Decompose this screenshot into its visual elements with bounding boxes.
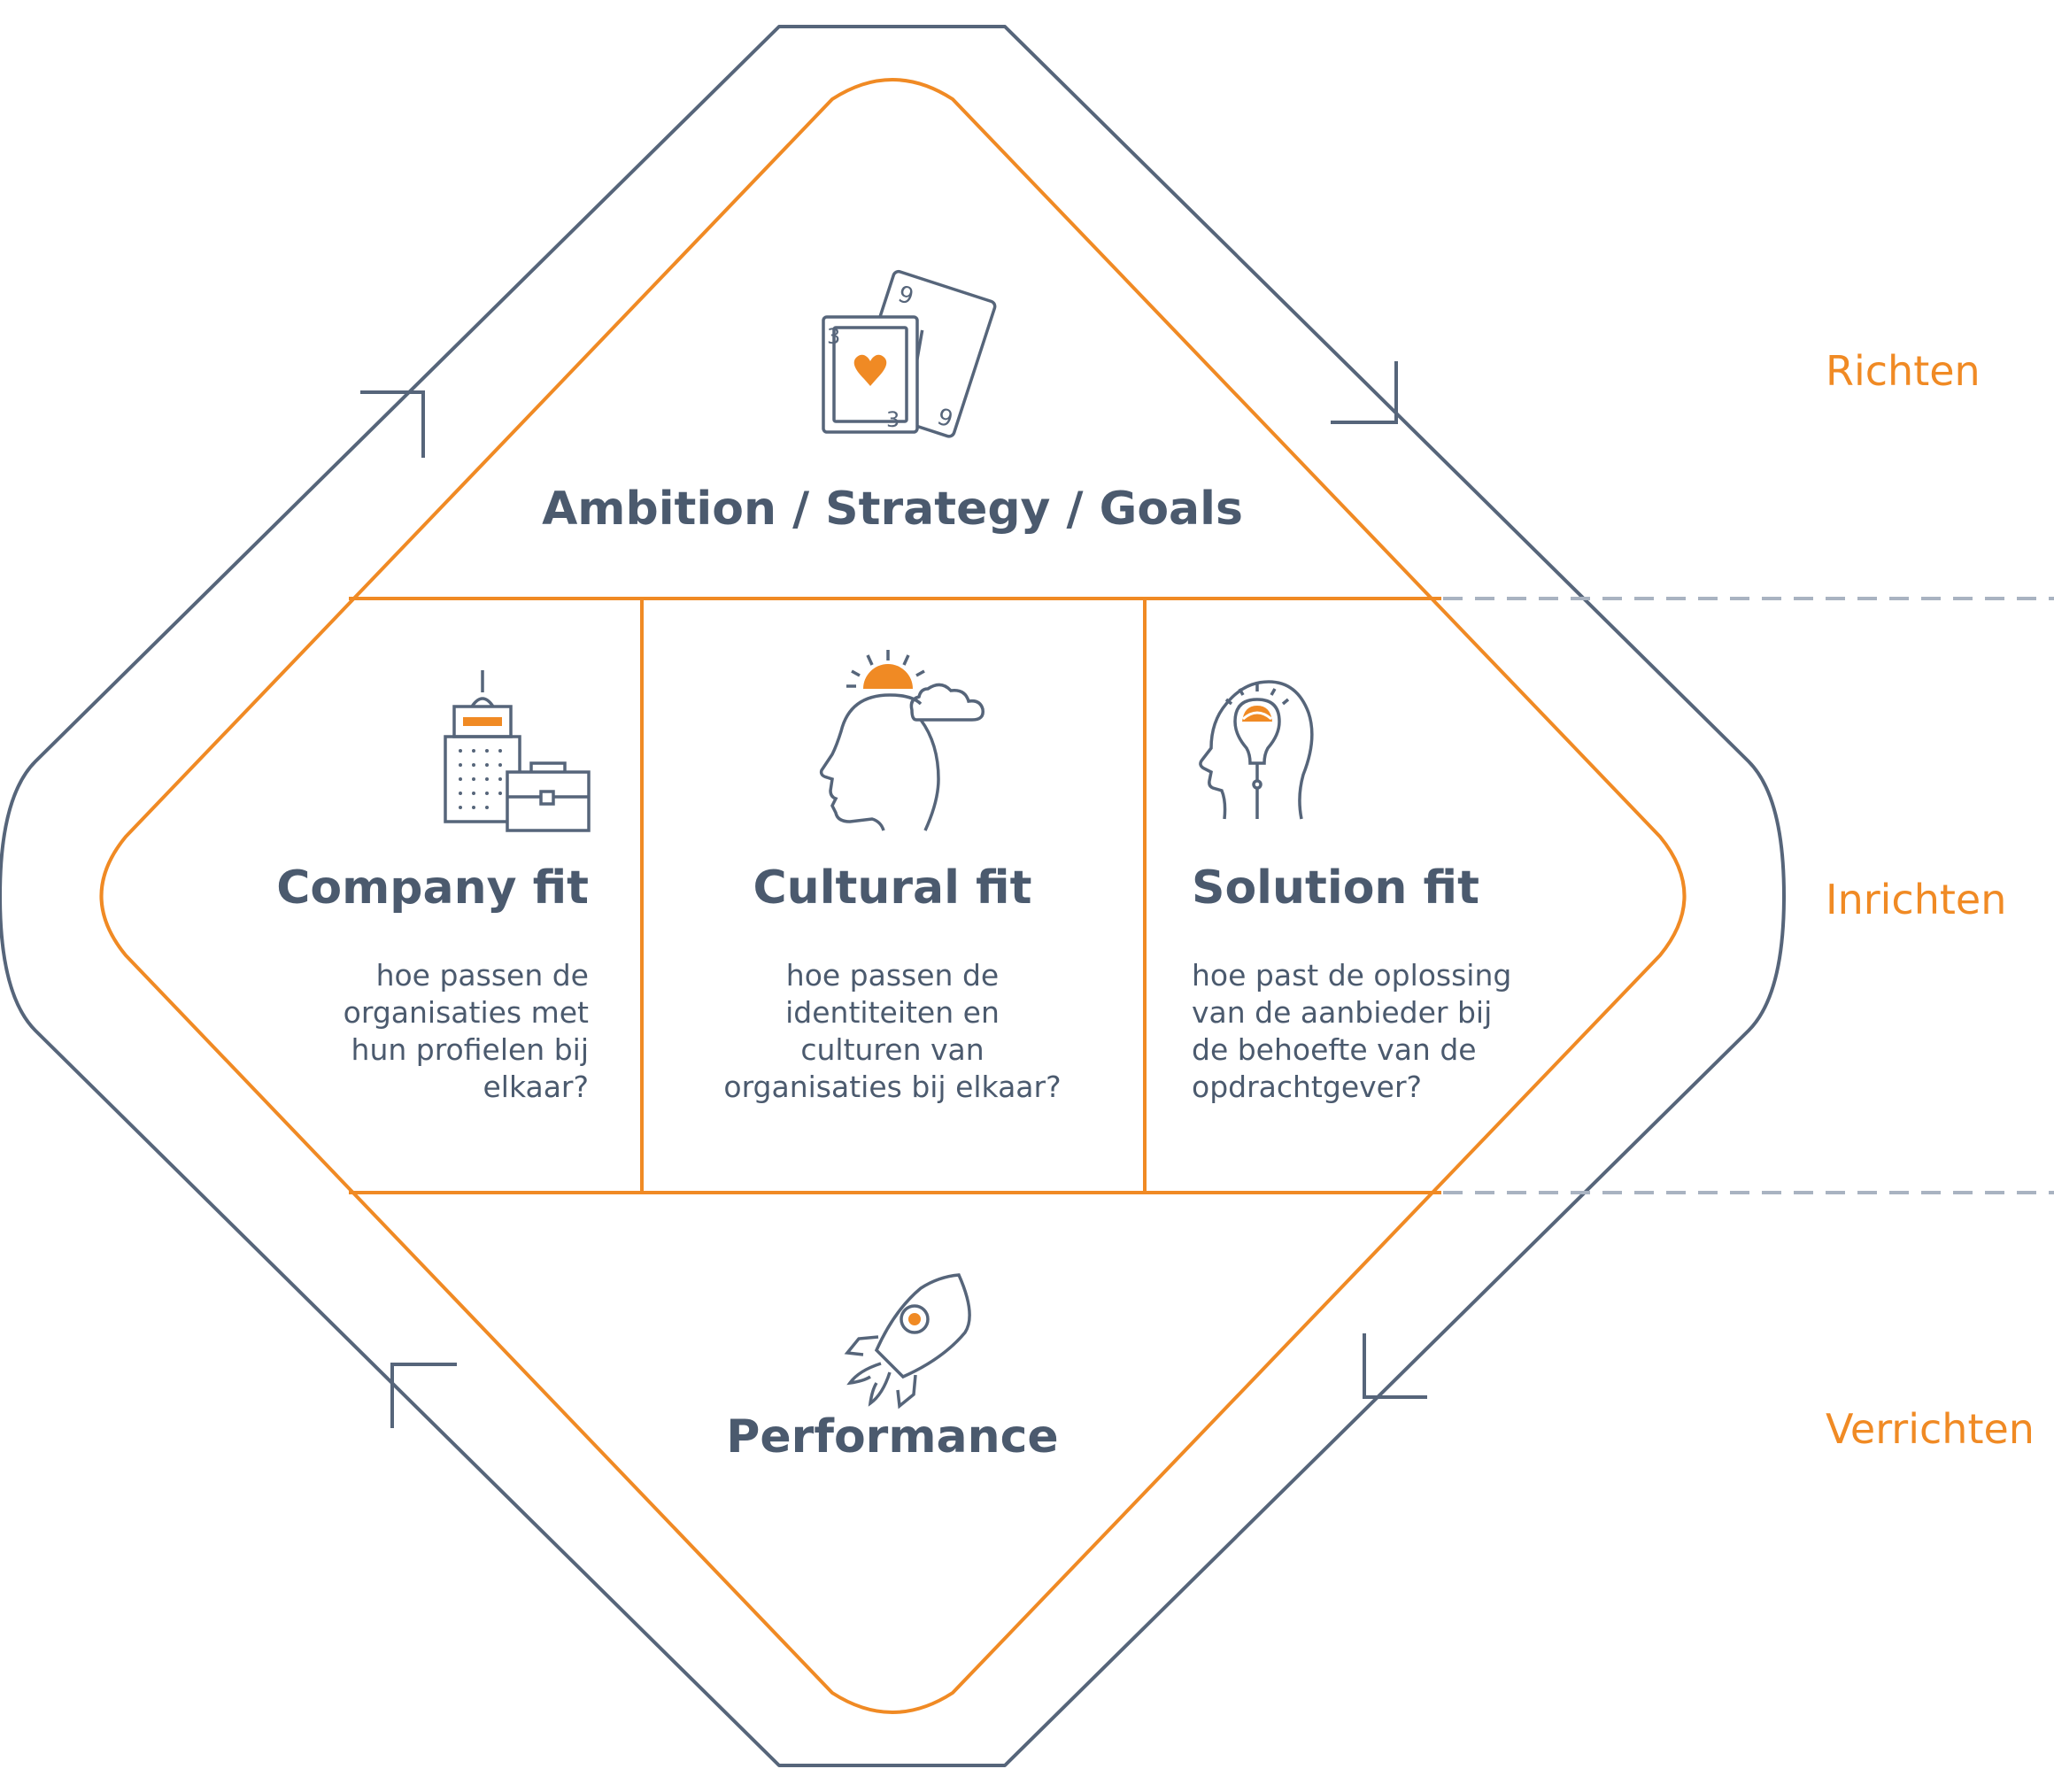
solution-fit-description: hoe past de oplossing van de aanbieder b… — [1192, 958, 1511, 1104]
svg-text:3: 3 — [886, 407, 900, 432]
arrow-bottom-right-icon — [1363, 1333, 1427, 1399]
cultural-fit-description: hoe passen de identiteiten en culturen v… — [723, 958, 1061, 1104]
cultural-fit-line: organisaties bij elkaar? — [723, 1070, 1061, 1104]
solution-fit-title: Solution fit — [1192, 861, 1479, 915]
cultural-fit-title: Cultural fit — [753, 861, 1032, 915]
arrow-top-right-icon — [1331, 361, 1398, 424]
company-fit-line: hun profielen bij — [351, 1032, 589, 1067]
side-label-verrichten: Verrichten — [1826, 1405, 2035, 1453]
company-fit-line: organisaties met — [344, 995, 589, 1030]
solution-fit-line: opdrachtgever? — [1192, 1070, 1422, 1104]
arrow-top-left-icon — [360, 390, 425, 458]
inner-diamond — [99, 78, 1687, 1714]
playing-cards-icon: 9 9 3 3 — [822, 269, 997, 438]
side-label-richten: Richten — [1826, 347, 1981, 395]
outer-cycle-diamond — [0, 25, 1786, 1767]
side-label-inrichten: Inrichten — [1826, 876, 2006, 923]
office-building-briefcase-icon — [444, 670, 591, 832]
company-fit-line: hoe passen de — [376, 958, 589, 993]
top-section-title: Ambition / Strategy / Goals — [542, 483, 1243, 536]
head-sun-cloud-icon — [819, 650, 985, 831]
solution-fit-line: van de aanbieder bij — [1192, 995, 1492, 1030]
head-lightbulb-icon — [1199, 680, 1314, 820]
company-fit-line: elkaar? — [483, 1070, 589, 1104]
solution-fit-line: de behoefte van de — [1192, 1032, 1477, 1067]
arrow-bottom-left-icon — [390, 1363, 457, 1428]
solution-fit-line: hoe past de oplossing — [1192, 958, 1511, 993]
svg-text:3: 3 — [827, 324, 840, 349]
bottom-section-title: Performance — [726, 1410, 1058, 1464]
company-fit-description: hoe passen de organisaties met hun profi… — [344, 958, 589, 1104]
cultural-fit-line: hoe passen de — [786, 958, 999, 993]
company-fit-title: Company fit — [276, 861, 589, 915]
cultural-fit-line: culturen van — [800, 1032, 984, 1067]
cultural-fit-line: identiteiten en — [785, 995, 1000, 1030]
rocket-icon — [844, 1273, 971, 1410]
